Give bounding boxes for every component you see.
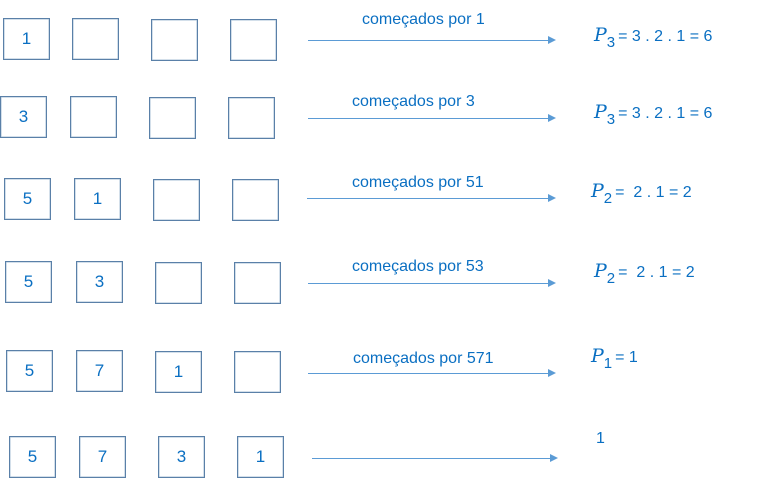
digit-box-2: 7 xyxy=(79,436,126,478)
arrow-icon xyxy=(308,35,556,44)
digit-box-2: 7 xyxy=(76,350,123,392)
digit-box-2 xyxy=(72,18,119,60)
arrow-icon xyxy=(308,113,556,122)
result-formula: P1= 1 xyxy=(591,345,638,372)
digit-box-1: 5 xyxy=(9,436,56,478)
digit-box-2: 1 xyxy=(74,178,121,220)
permutation-subscript: 3 xyxy=(606,111,616,128)
digit-box-3: 1 xyxy=(155,351,202,393)
arrow-label: começados por 571 xyxy=(353,350,494,367)
result-formula: P3= 3 . 2 . 1 = 6 xyxy=(594,101,713,128)
permutation-symbol: P xyxy=(591,180,604,202)
result-expression: = 2 . 1 = 2 xyxy=(615,184,692,201)
digit-box-4 xyxy=(230,19,277,61)
row-4: 5 3 começados por 53 P2= 2 . 1 = 2 xyxy=(0,0,768,304)
digit-box-1: 5 xyxy=(4,178,51,220)
result-formula: 1 xyxy=(596,430,605,448)
arrow-icon xyxy=(307,193,556,202)
arrow-label: começados por 1 xyxy=(362,11,485,28)
digit-box-3: 3 xyxy=(158,436,205,478)
digit-box-1: 3 xyxy=(0,96,47,138)
row-1: 1 começados por 1 P3= 3 . 2 . 1 = 6 xyxy=(0,0,768,61)
digit-box-4 xyxy=(232,179,279,221)
row-6: 5 7 3 1 1 xyxy=(0,0,768,478)
result-formula: P2= 2 . 1 = 2 xyxy=(594,260,695,287)
digit-box-1: 5 xyxy=(6,350,53,392)
result-expression: 1 xyxy=(596,430,605,447)
digit-box-4 xyxy=(234,351,281,393)
digit-box-3 xyxy=(155,262,202,304)
digit-box-3 xyxy=(151,19,198,61)
arrow-label: começados por 51 xyxy=(352,174,484,191)
arrow-label: começados por 3 xyxy=(352,93,475,110)
permutation-symbol: P xyxy=(594,260,607,282)
digit-box-1: 1 xyxy=(3,18,50,60)
row-3: 5 1 começados por 51 P2= 2 . 1 = 2 xyxy=(0,0,768,221)
result-expression: = 3 . 2 . 1 = 6 xyxy=(618,28,713,45)
permutation-symbol: P xyxy=(594,24,607,46)
digit-box-2: 3 xyxy=(76,261,123,303)
row-5: 5 7 1 começados por 571 P1= 1 xyxy=(0,0,768,393)
arrow-icon xyxy=(312,453,558,462)
digit-box-3 xyxy=(149,97,196,139)
row-2: 3 começados por 3 P3= 3 . 2 . 1 = 6 xyxy=(0,0,768,139)
permutation-subscript: 1 xyxy=(603,355,613,372)
digit-box-2 xyxy=(70,96,117,138)
result-expression: = 2 . 1 = 2 xyxy=(618,264,695,281)
permutation-subscript: 2 xyxy=(606,270,616,287)
permutation-subscript: 3 xyxy=(606,34,616,51)
result-formula: P3= 3 . 2 . 1 = 6 xyxy=(594,24,713,51)
permutation-symbol: P xyxy=(594,101,607,123)
result-expression: = 1 xyxy=(615,349,638,366)
arrow-label: começados por 53 xyxy=(352,258,484,275)
digit-box-3 xyxy=(153,179,200,221)
digit-box-4 xyxy=(228,97,275,139)
digit-box-4: 1 xyxy=(237,436,284,478)
permutation-symbol: P xyxy=(591,345,604,367)
arrow-icon xyxy=(308,278,556,287)
result-expression: = 3 . 2 . 1 = 6 xyxy=(618,105,713,122)
arrow-icon xyxy=(308,368,556,377)
digit-box-1: 5 xyxy=(5,261,52,303)
digit-box-4 xyxy=(234,262,281,304)
result-formula: P2= 2 . 1 = 2 xyxy=(591,180,692,207)
permutation-subscript: 2 xyxy=(603,190,613,207)
